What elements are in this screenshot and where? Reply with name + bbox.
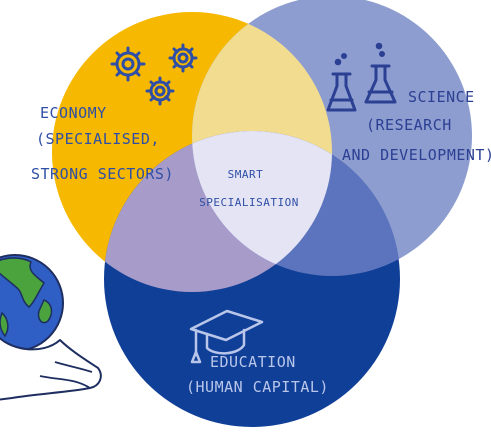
economy-label: ECONOMY (SPECIALISED, STRONG SECTORS) bbox=[31, 104, 174, 183]
globe-in-hand-icon bbox=[0, 254, 102, 401]
center-label-line-1: SMART bbox=[228, 168, 264, 181]
science-education-overlap bbox=[192, 131, 400, 276]
education-label: EDUCATION (HUMAN CAPITAL) bbox=[186, 353, 329, 396]
economy-label-line-1: ECONOMY bbox=[40, 104, 107, 122]
economy-label-line-3: STRONG SECTORS) bbox=[31, 165, 174, 183]
gears-icon bbox=[110, 43, 198, 106]
graduation-cap-icon bbox=[189, 309, 264, 364]
science-label-line-2: (RESEARCH bbox=[366, 116, 452, 134]
science-label: SCIENCE (RESEARCH AND DEVELOPMENT) bbox=[342, 88, 491, 164]
center-label-line-2: SPECIALISATION bbox=[199, 196, 299, 209]
center-label: SMART SPECIALISATION bbox=[199, 168, 299, 209]
science-label-line-1: SCIENCE bbox=[408, 88, 475, 106]
education-label-line-1: EDUCATION bbox=[210, 353, 296, 371]
education-label-line-2: (HUMAN CAPITAL) bbox=[186, 378, 329, 396]
lab-flasks-icon bbox=[326, 42, 397, 112]
science-label-line-3: AND DEVELOPMENT) bbox=[342, 146, 491, 164]
economy-label-line-2: (SPECIALISED, bbox=[36, 130, 160, 148]
